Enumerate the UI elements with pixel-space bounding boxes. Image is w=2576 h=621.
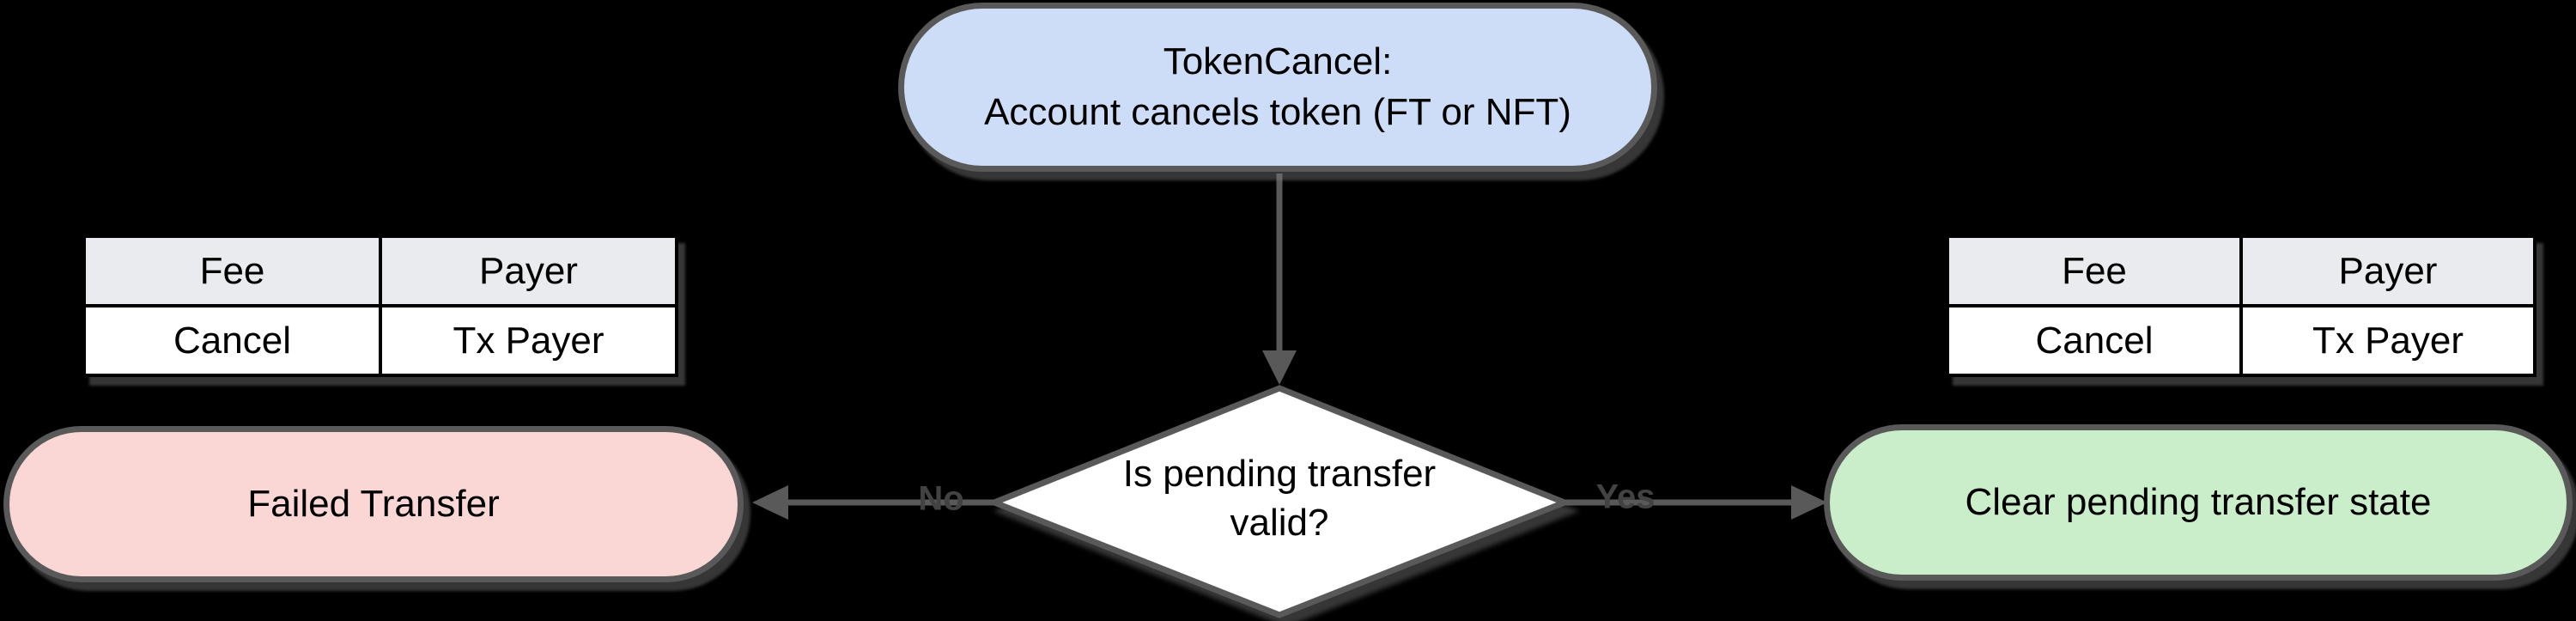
payer-value-cell: Tx Payer <box>2239 304 2537 377</box>
fee-header-cell: Fee <box>82 234 382 307</box>
decision-node-label: Is pending transfer valid? <box>1122 452 1437 544</box>
table-header-row: Fee Payer <box>82 234 678 307</box>
clear-pending-label: Clear pending transfer state <box>1965 480 2432 523</box>
table-row: Cancel Tx Payer <box>1946 304 2537 377</box>
failed-transfer-node: Failed Transfer <box>3 426 744 582</box>
edge-label-yes: Yes <box>1595 478 1656 516</box>
table-header-row: Fee Payer <box>1946 234 2537 307</box>
fee-table-left: Fee Payer Cancel Tx Payer <box>82 234 678 377</box>
start-node-subtitle: Account cancels token (FT or NFT) <box>984 90 1571 133</box>
arrowhead-right-icon <box>1791 485 1827 520</box>
fee-value-cell: Cancel <box>1946 304 2243 377</box>
decision-diamond-shape <box>986 385 1573 618</box>
arrowhead-left-icon <box>752 485 788 520</box>
arrowhead-down-icon <box>1262 350 1297 385</box>
start-node: TokenCancel: Account cancels token (FT o… <box>898 3 1657 172</box>
table-row: Cancel Tx Payer <box>82 304 678 377</box>
fee-table-right: Fee Payer Cancel Tx Payer <box>1946 234 2537 377</box>
payer-value-cell: Tx Payer <box>379 304 678 377</box>
payer-header-cell: Payer <box>2239 234 2537 307</box>
start-node-title: TokenCancel: <box>1163 40 1393 83</box>
clear-pending-node: Clear pending transfer state <box>1824 424 2573 581</box>
edge-label-no: No <box>918 479 964 518</box>
fee-value-cell: Cancel <box>82 304 382 377</box>
payer-header-cell: Payer <box>379 234 678 307</box>
failed-transfer-label: Failed Transfer <box>247 482 500 525</box>
fee-header-cell: Fee <box>1946 234 2243 307</box>
